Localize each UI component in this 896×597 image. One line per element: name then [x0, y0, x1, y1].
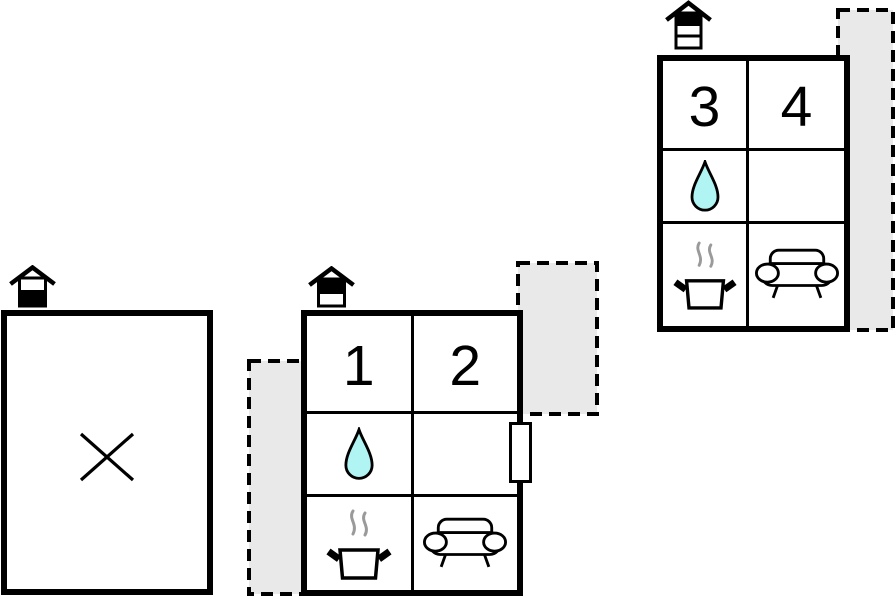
- sofa-icon: [754, 248, 839, 299]
- room-3-label: 3: [688, 75, 721, 139]
- steam-line: [695, 241, 702, 267]
- living-room-middle-building: [413, 497, 517, 590]
- house-roof: [308, 266, 355, 287]
- empty-room-middle-building: [413, 414, 517, 494]
- room-1: 1: [307, 316, 411, 411]
- bathroom-middle-building: [307, 414, 411, 494]
- building-left: [1, 310, 213, 595]
- terrace-left-of-middle-building: [247, 359, 308, 596]
- room-2-label: 2: [449, 334, 482, 398]
- house-roof: [665, 0, 712, 22]
- room-2: 2: [413, 316, 517, 411]
- water-drop-icon: [344, 427, 374, 480]
- living-room-right-building: [749, 224, 844, 326]
- cross-icon: [79, 432, 135, 481]
- bathroom-right-building: [663, 151, 746, 221]
- building-middle: 1 2: [301, 310, 523, 596]
- house-storey-icon-middle-building: [308, 266, 355, 308]
- room-4: 4: [749, 61, 844, 148]
- steam-line: [349, 509, 356, 535]
- room-4-label: 4: [780, 75, 813, 139]
- house-roof: [9, 265, 56, 286]
- room-3: 3: [663, 61, 746, 148]
- highlighted-top-storey: [677, 14, 700, 25]
- terrace-top-right-of-middle-building: [516, 261, 599, 416]
- highlighted-lower-storey: [21, 291, 44, 305]
- steam-line: [707, 243, 714, 268]
- kitchen-right-building: [663, 224, 746, 326]
- house-storey-icon-left-building: [9, 265, 56, 308]
- window-icon: [509, 422, 532, 483]
- water-drop-icon: [690, 160, 719, 212]
- highlighted-upper-storey: [320, 280, 343, 293]
- kitchen-middle-building: [307, 497, 411, 590]
- sofa-icon: [423, 517, 508, 567]
- cooking-pot-icon: [326, 509, 392, 580]
- room-1-label: 1: [342, 334, 375, 398]
- cooking-pot-icon: [672, 241, 737, 310]
- empty-room-right-building: [749, 151, 844, 221]
- steam-line: [361, 511, 368, 536]
- house-storey-icon-right-building: [665, 0, 712, 50]
- building-right: 3 4: [657, 55, 850, 332]
